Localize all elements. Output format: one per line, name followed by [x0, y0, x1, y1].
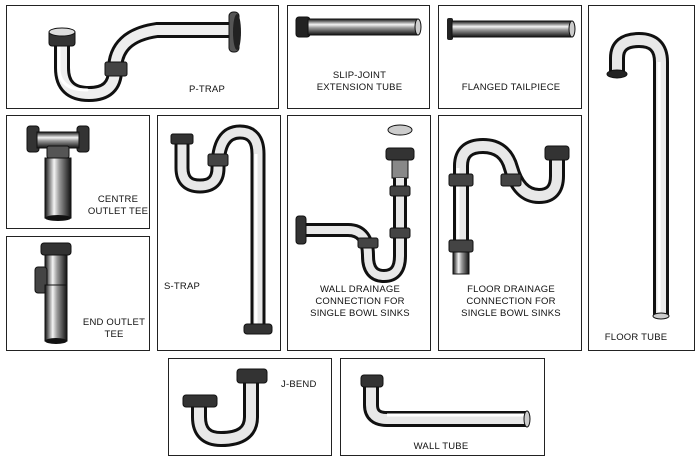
floor-drainage-label-line1: FLOOR DRAINAGE [467, 284, 555, 295]
floor-tube-label: FLOOR TUBE [604, 332, 668, 343]
panel-floor-tube: FLOOR TUBE [588, 5, 695, 351]
j-bend-label: J-BEND [281, 379, 317, 390]
end-outlet-tee-illustration [34, 242, 72, 344]
panel-slip-joint-extension-tube: SLIP-JOINT EXTENSION TUBE [287, 5, 430, 109]
slip-joint-label-line1: SLIP-JOINT [332, 70, 387, 81]
panel-end-outlet-tee: END OUTLET TEE [6, 236, 150, 351]
panel-wall-drainage-connection: WALL DRAINAGE CONNECTION FOR SINGLE BOWL… [287, 115, 431, 351]
floor-tube-illustration [606, 31, 670, 320]
panel-s-trap: S-TRAP [157, 115, 281, 351]
s-trap-label: S-TRAP [164, 281, 201, 292]
p-trap-label: P-TRAP [188, 84, 226, 95]
end-outlet-tee-label-line2: TEE [104, 329, 124, 340]
wall-drainage-label-line1: WALL DRAINAGE [319, 284, 401, 295]
slip-joint-label-line2: EXTENSION TUBE [316, 82, 403, 93]
slip-joint-illustration [295, 16, 422, 38]
centre-outlet-tee-illustration [26, 125, 90, 221]
panel-flanged-tailpiece: FLANGED TAILPIECE [438, 5, 582, 109]
panel-floor-drainage-connection: FLOOR DRAINAGE CONNECTION FOR SINGLE BOW… [438, 115, 582, 351]
wall-tube-illustration [360, 374, 531, 428]
floor-drainage-label-line3: SINGLE BOWL SINKS [461, 308, 561, 319]
wall-drainage-label-line2: CONNECTION FOR [315, 296, 405, 307]
floor-drainage-label-line2: CONNECTION FOR [466, 296, 556, 307]
centre-outlet-tee-label-line2: OUTLET TEE [87, 206, 149, 217]
wall-tube-label: WALL TUBE [413, 441, 469, 452]
centre-outlet-tee-label-line1: CENTRE [97, 194, 139, 205]
panel-p-trap: P-TRAP [6, 5, 279, 109]
s-trap-illustration [170, 124, 273, 335]
panel-wall-tube: WALL TUBE [340, 358, 545, 456]
wall-drainage-illustration [295, 124, 415, 284]
wall-drainage-label-line3: SINGLE BOWL SINKS [310, 308, 410, 319]
panel-centre-outlet-tee: CENTRE OUTLET TEE [6, 115, 150, 229]
panel-j-bend: J-BEND [168, 358, 332, 456]
p-trap-illustration [48, 11, 241, 103]
flanged-tailpiece-illustration [447, 18, 576, 40]
j-bend-illustration [182, 368, 268, 448]
flanged-tailpiece-label: FLANGED TAILPIECE [461, 82, 561, 93]
end-outlet-tee-label-line1: END OUTLET [82, 317, 146, 328]
floor-drainage-illustration [448, 137, 570, 275]
